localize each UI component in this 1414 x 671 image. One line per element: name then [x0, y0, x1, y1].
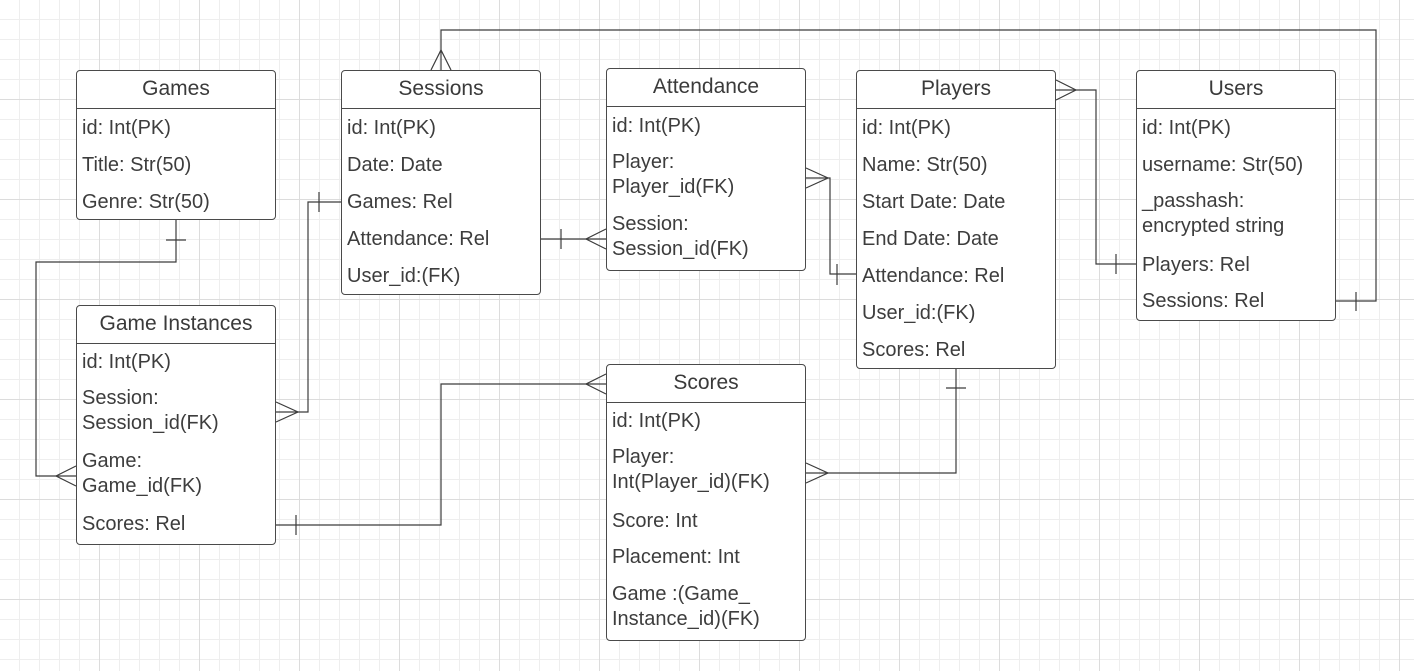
users-entity[interactable]: Users id: Int(PK) username: Str(50) _pas… [1136, 70, 1336, 321]
connector-users-sessions [440, 29, 1377, 302]
games-entity[interactable]: Games id: Int(PK) Title: Str(50) Genre: … [76, 70, 276, 220]
players-field-scores: Scores: Rel [862, 339, 966, 361]
connector-gameinstances-scores [276, 383, 606, 526]
scores-title: Scores [607, 365, 805, 403]
connector-sessions-gameinstances [276, 201, 341, 413]
sessions-field-attendance: Attendance: Rel [347, 228, 490, 250]
many-marker-gameinstances-sessions [275, 401, 300, 423]
sessions-field-user-id: User_id:(FK) [347, 265, 461, 287]
users-field-players: Players: Rel [1142, 254, 1250, 276]
attendance-field-id: id: Int(PK) [612, 115, 701, 137]
players-field-user-id: User_id:(FK) [862, 302, 976, 324]
users-field-username: username: Str(50) [1142, 154, 1304, 176]
game-instances-title: Game Instances [77, 306, 275, 344]
game-instances-field-id: id: Int(PK) [82, 351, 171, 373]
players-field-attendance: Attendance: Rel [862, 265, 1005, 287]
many-marker-attendance-players [805, 167, 830, 189]
many-marker-scores-players [805, 462, 830, 484]
game-instances-field-session: Session: Session_id(FK) [82, 387, 219, 434]
games-field-id: id: Int(PK) [82, 117, 171, 139]
players-field-end-date: End Date: Date [862, 228, 999, 250]
attendance-field-player: Player: Player_id(FK) [612, 151, 735, 198]
attendance-field-session: Session: Session_id(FK) [612, 213, 749, 260]
users-field-sessions: Sessions: Rel [1142, 290, 1265, 312]
attendance-title: Attendance [607, 69, 805, 107]
players-title: Players [857, 71, 1055, 109]
scores-field-score: Score: Int [612, 510, 698, 532]
players-field-name: Name: Str(50) [862, 154, 988, 176]
players-entity[interactable]: Players id: Int(PK) Name: Str(50) Start … [856, 70, 1056, 369]
sessions-field-date: Date: Date [347, 154, 443, 176]
sessions-entity[interactable]: Sessions id: Int(PK) Date: Date Games: R… [341, 70, 541, 295]
scores-field-id: id: Int(PK) [612, 410, 701, 432]
many-marker-gameinstances-games [54, 465, 77, 487]
games-title: Games [77, 71, 275, 109]
connector-players-scores [806, 368, 957, 474]
connector-games-gameinstances [35, 220, 177, 477]
players-field-id: id: Int(PK) [862, 117, 951, 139]
connector-players-attendance [806, 177, 856, 275]
scores-field-game: Game :(Game_ Instance_id)(FK) [612, 583, 760, 630]
many-marker-attendance-sessions [584, 228, 607, 250]
scores-field-player: Player: Int(Player_id)(FK) [612, 446, 770, 493]
scores-entity[interactable]: Scores id: Int(PK) Player: Int(Player_id… [606, 364, 806, 641]
users-field-passhash: _passhash: encrypted string [1142, 190, 1285, 237]
connector-users-players [1056, 89, 1136, 265]
attendance-entity[interactable]: Attendance id: Int(PK) Player: Player_id… [606, 68, 806, 271]
players-field-start-date: Start Date: Date [862, 191, 1006, 213]
many-marker-sessions-users [430, 48, 452, 71]
game-instances-field-game: Game: Game_id(FK) [82, 450, 203, 497]
games-field-title: Title: Str(50) [82, 154, 192, 176]
sessions-field-id: id: Int(PK) [347, 117, 436, 139]
games-field-genre: Genre: Str(50) [82, 191, 210, 213]
many-marker-scores-gameinstances [584, 373, 607, 395]
sessions-title: Sessions [342, 71, 540, 109]
many-marker-players-users [1055, 79, 1078, 101]
users-field-id: id: Int(PK) [1142, 117, 1231, 139]
users-title: Users [1137, 71, 1335, 109]
sessions-field-games: Games: Rel [347, 191, 453, 213]
scores-field-placement: Placement: Int [612, 546, 740, 568]
game-instances-entity[interactable]: Game Instances id: Int(PK) Session: Sess… [76, 305, 276, 545]
game-instances-field-scores: Scores: Rel [82, 513, 186, 535]
